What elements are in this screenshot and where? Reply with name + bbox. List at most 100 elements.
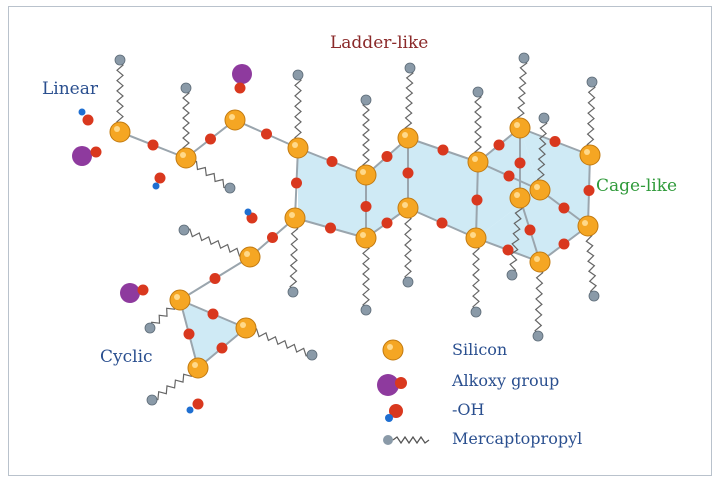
structure-plane: [298, 148, 366, 238]
silicon-highlight: [582, 220, 588, 226]
silicon-atom: [509, 187, 531, 209]
hydroxyl-hydrogen: [78, 108, 86, 116]
sulfur-end-atom: [224, 182, 236, 194]
sulfur-end-atom: [506, 269, 518, 281]
sulfur-end-atom: [306, 349, 318, 361]
mercaptopropyl-chain: [294, 74, 302, 149]
structure-plane: [180, 300, 246, 368]
alkoxy-oxygen: [137, 284, 149, 296]
silicon-highlight: [402, 202, 408, 208]
sulfur-end-atom: [360, 94, 372, 106]
mercaptopropyl-chain: [182, 87, 190, 159]
silicon-atom: [509, 117, 531, 139]
alkoxy-group: [232, 64, 252, 84]
sulfur-end-atom: [404, 62, 416, 74]
sulfur-end-atom: [470, 306, 482, 318]
mercaptopropyl-chain: [509, 197, 523, 276]
silicon-highlight: [470, 232, 476, 238]
legend-oh-label: -OH: [452, 400, 485, 419]
oxygen-atom: [558, 202, 570, 214]
mercaptopropyl-chain: [536, 117, 548, 191]
legend-mercaptopropyl-icon: [383, 435, 430, 445]
cyclic-label: Cyclic: [100, 347, 153, 367]
sulfur-end-atom: [114, 54, 126, 66]
mercaptopropyl-chain: [474, 91, 482, 163]
hydroxyl-hydrogen: [186, 406, 194, 414]
silicon-atom: [235, 317, 257, 339]
hydroxyl-hydrogen: [244, 208, 252, 216]
sulfur-end-atom: [144, 322, 156, 334]
silicon-atom: [467, 151, 489, 173]
sulfur-end-atom: [180, 82, 192, 94]
mercaptopropyl-chain: [586, 81, 596, 156]
legend-alkoxy-label: Alkoxy group: [451, 371, 559, 390]
oxygen-atom: [326, 156, 338, 167]
sulfur-end-atom: [287, 286, 299, 298]
oxygen-atom: [147, 139, 159, 151]
legend-hydroxyl-icon: [385, 404, 403, 422]
hydroxyl-hydrogen: [152, 182, 160, 190]
oxygen-atom: [360, 201, 372, 212]
oxygen-atom: [524, 224, 536, 236]
silicon-highlight: [292, 142, 298, 148]
silicon-highlight: [402, 132, 408, 138]
silicon-highlight: [244, 251, 250, 257]
silicon-atom: [169, 289, 191, 311]
silicon-highlight: [229, 114, 235, 120]
silicon-highlight: [534, 184, 540, 190]
sulfur-end-atom: [472, 86, 484, 98]
silicon-atom: [579, 144, 601, 166]
silicon-atom: [577, 215, 599, 237]
oxygen-atom: [381, 151, 393, 162]
structure-plane: [408, 138, 478, 238]
oxygen-atom: [493, 139, 505, 151]
silicon-atom: [287, 137, 309, 159]
sulfur-end-atom: [538, 112, 550, 124]
hydroxyl-oxygen: [192, 398, 204, 410]
silicon-highlight: [240, 322, 246, 328]
silicon-atom: [529, 179, 551, 201]
cage-like-label: Cage-like: [596, 176, 677, 196]
sulfur-end-atom: [402, 276, 414, 288]
oxygen-atom: [583, 185, 595, 196]
legend-silicon-icon: [382, 339, 404, 361]
silicon-highlight: [174, 294, 180, 300]
sulfur-end-atom: [360, 304, 372, 316]
silicon-highlight: [289, 212, 295, 218]
ladder-like-label: Ladder-like: [330, 33, 428, 53]
structure-plane: [520, 128, 590, 226]
oxygen-atom: [502, 244, 514, 256]
oxygen-atom: [549, 136, 561, 147]
silicon-atom: [109, 121, 131, 143]
oxygen-atom: [205, 133, 216, 145]
oxygen-atom: [381, 217, 393, 229]
oxygen-atom: [514, 157, 526, 169]
mercaptopropyl-chain: [183, 228, 251, 258]
sulfur-end-atom: [178, 224, 190, 236]
mercaptopropyl-chain: [362, 237, 370, 311]
mercaptopropyl-chain: [472, 237, 480, 313]
silicon-highlight: [180, 152, 186, 158]
silicon-atom: [465, 227, 487, 249]
mercaptopropyl-chain: [404, 207, 412, 283]
mercaptopropyl-chain: [534, 261, 544, 337]
silicon-highlight: [192, 362, 198, 368]
mercaptopropyl-chain: [245, 327, 313, 357]
oxygen-atom: [558, 238, 570, 250]
silicon-highlight: [514, 192, 520, 198]
legend-silicon-label: Silicon: [452, 340, 507, 359]
legend-mercaptopropyl-label: Mercaptopropyl: [452, 429, 582, 448]
sulfur-end-atom: [518, 52, 530, 64]
sulfur-end-atom: [532, 330, 544, 342]
alkoxy-group: [72, 146, 92, 166]
oxygen-atom: [209, 273, 221, 284]
oxygen-atom: [471, 194, 483, 206]
silicon-atom: [397, 197, 419, 219]
oxygen-atom: [503, 170, 515, 182]
alkoxy-oxygen: [234, 82, 246, 94]
silicon-highlight: [584, 149, 590, 155]
oxygen-atom: [437, 144, 449, 156]
sulfur-end-atom: [586, 76, 598, 88]
legend-alkoxy-icon: [377, 374, 407, 396]
